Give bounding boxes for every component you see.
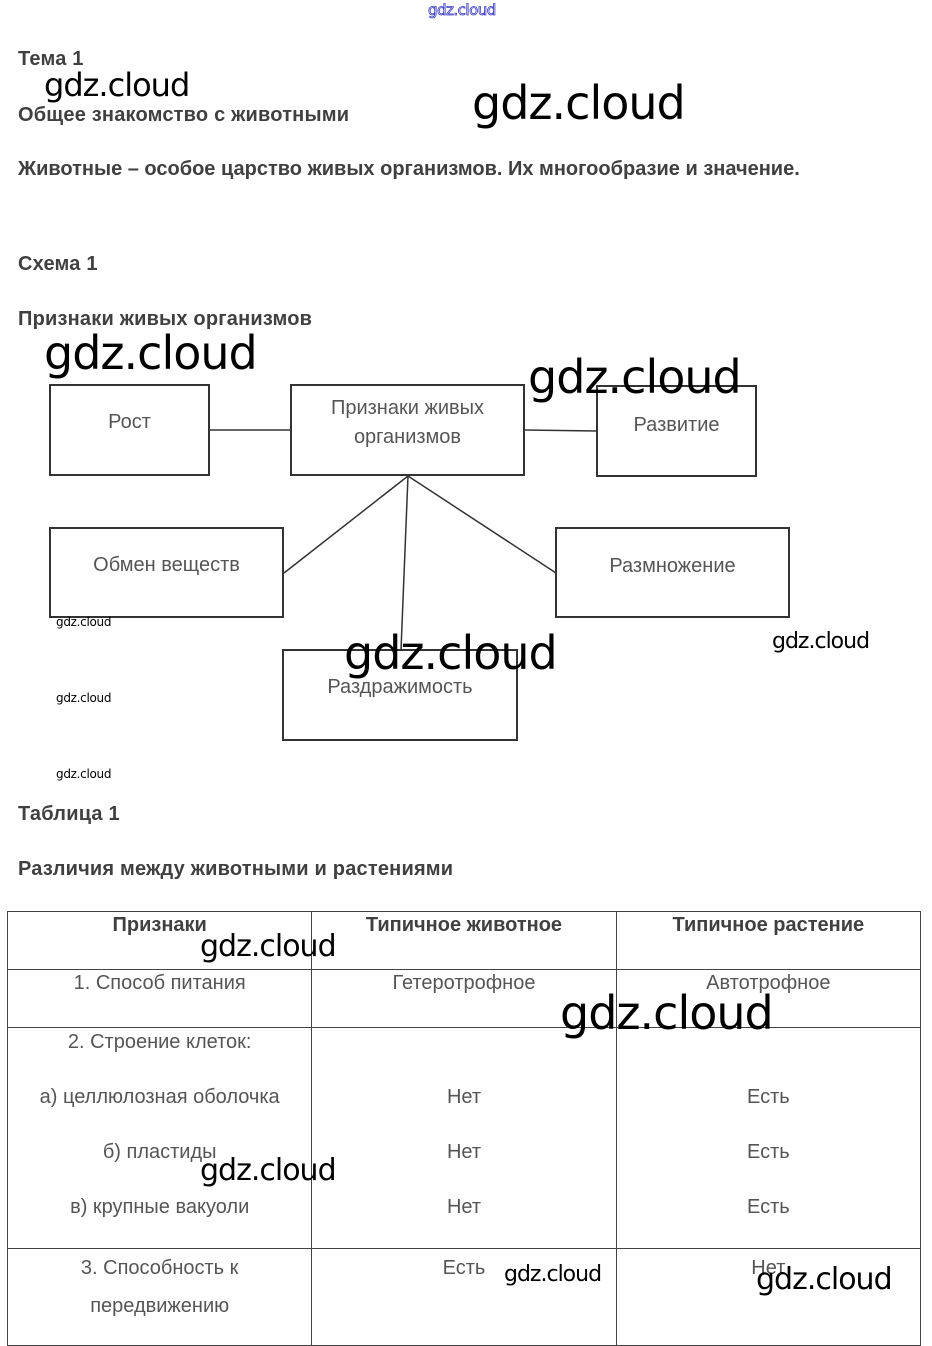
header-plant: Типичное растение bbox=[615, 911, 922, 970]
watermark: gdz.cloud bbox=[56, 691, 112, 705]
node-reproduction-label: Размножение bbox=[609, 555, 736, 577]
row2-title: 2. Строение клеток: bbox=[67, 1031, 252, 1053]
watermark: gdz.cloud bbox=[200, 1153, 337, 1188]
node-center-line-2: организмов bbox=[353, 426, 462, 448]
watermark: gdz.cloud bbox=[472, 76, 686, 130]
watermark: gdz.cloud bbox=[756, 1262, 893, 1297]
node-development-label: Развитие bbox=[633, 414, 720, 436]
row3-plant-value: Нет bbox=[751, 1257, 786, 1279]
watermark: gdz.cloud bbox=[528, 350, 742, 404]
connector-lines bbox=[209, 429, 598, 651]
connector-reproduction bbox=[407, 475, 557, 574]
row3-animal: Есть bbox=[311, 1248, 617, 1346]
node-metabolism: Обмен веществ bbox=[49, 527, 284, 618]
watermark: gdz.cloud bbox=[200, 929, 337, 964]
node-reproduction: Размножение bbox=[555, 527, 790, 618]
table-row: 1. Способ питания Гетеротрофное Автотроф… bbox=[6, 969, 922, 1028]
watermark: gdz.cloud bbox=[772, 629, 870, 654]
row2b-plant: Есть bbox=[746, 1141, 790, 1163]
connector-metabolism bbox=[283, 475, 409, 574]
row3-feature-line-2: передвижению bbox=[90, 1295, 230, 1317]
header-feature: Признаки bbox=[6, 911, 313, 970]
row3-animal-value: Есть bbox=[442, 1257, 486, 1279]
watermark: gdz.cloud bbox=[56, 767, 112, 781]
connector-irritability bbox=[400, 475, 409, 651]
row2c-plant: Есть bbox=[746, 1196, 790, 1218]
row1-feature: 1. Способ питания bbox=[6, 969, 313, 1028]
node-growth: Рост bbox=[49, 384, 210, 476]
table-title: Различия между животными и растениями bbox=[18, 858, 454, 880]
watermark: gdz.cloud bbox=[44, 66, 190, 104]
row2c-animal: Нет bbox=[446, 1196, 482, 1218]
node-metabolism-label: Обмен веществ bbox=[93, 554, 240, 576]
node-center: Признаки живых организмов bbox=[290, 384, 525, 476]
row2a-feature: а) целлюлозная оболочка bbox=[39, 1086, 280, 1108]
node-center-line-1: Признаки живых bbox=[330, 397, 485, 419]
node-irritability: Раздражимость bbox=[282, 649, 518, 741]
connector-development bbox=[523, 429, 598, 432]
row2-feature: 2. Строение клеток: а) целлюлозная оболо… bbox=[6, 1027, 313, 1249]
watermark: gdz.cloud bbox=[344, 626, 558, 680]
row2c-feature: в) крупные вакуоли bbox=[70, 1196, 250, 1218]
scheme-title: Признаки живых организмов bbox=[18, 308, 313, 330]
row2a-animal: Нет bbox=[446, 1086, 482, 1108]
row2a-plant: Есть bbox=[746, 1086, 790, 1108]
node-irritability-label: Раздражимость bbox=[327, 676, 473, 698]
row2b-animal: Нет bbox=[446, 1141, 482, 1163]
intro-paragraph: Животные – особое царство живых организм… bbox=[18, 158, 800, 180]
scheme-label: Схема 1 bbox=[18, 253, 98, 275]
table-header-row: Признаки Типичное животное Типичное раст… bbox=[6, 911, 922, 970]
row2-plant: Есть Есть Есть bbox=[615, 1027, 922, 1249]
row3-feature-line-1: 3. Способность к bbox=[80, 1257, 239, 1279]
watermark: gdz.cloud bbox=[504, 1262, 602, 1287]
topic-label: Тема 1 bbox=[18, 48, 84, 70]
watermark: gdz.cloud bbox=[560, 986, 774, 1040]
header-animal: Типичное животное bbox=[311, 911, 617, 970]
row1-animal: Гетеротрофное bbox=[311, 969, 617, 1028]
row3-plant: Нет bbox=[615, 1248, 922, 1346]
watermark: gdz.cloud bbox=[44, 326, 258, 380]
node-growth-label: Рост bbox=[108, 411, 151, 433]
watermark-top: gdz.cloud bbox=[428, 1, 497, 20]
row2b-feature: б) пластиды bbox=[102, 1141, 217, 1163]
page-title: Общее знакомство с животными bbox=[18, 104, 350, 126]
row2-animal: Нет Нет Нет bbox=[311, 1027, 617, 1249]
table-row: 2. Строение клеток: а) целлюлозная оболо… bbox=[6, 1027, 922, 1249]
watermark: gdz.cloud bbox=[56, 615, 112, 629]
table-label: Таблица 1 bbox=[18, 803, 120, 825]
row3-feature: 3. Способность к передвижению bbox=[6, 1248, 313, 1346]
node-development: Развитие bbox=[596, 385, 757, 477]
